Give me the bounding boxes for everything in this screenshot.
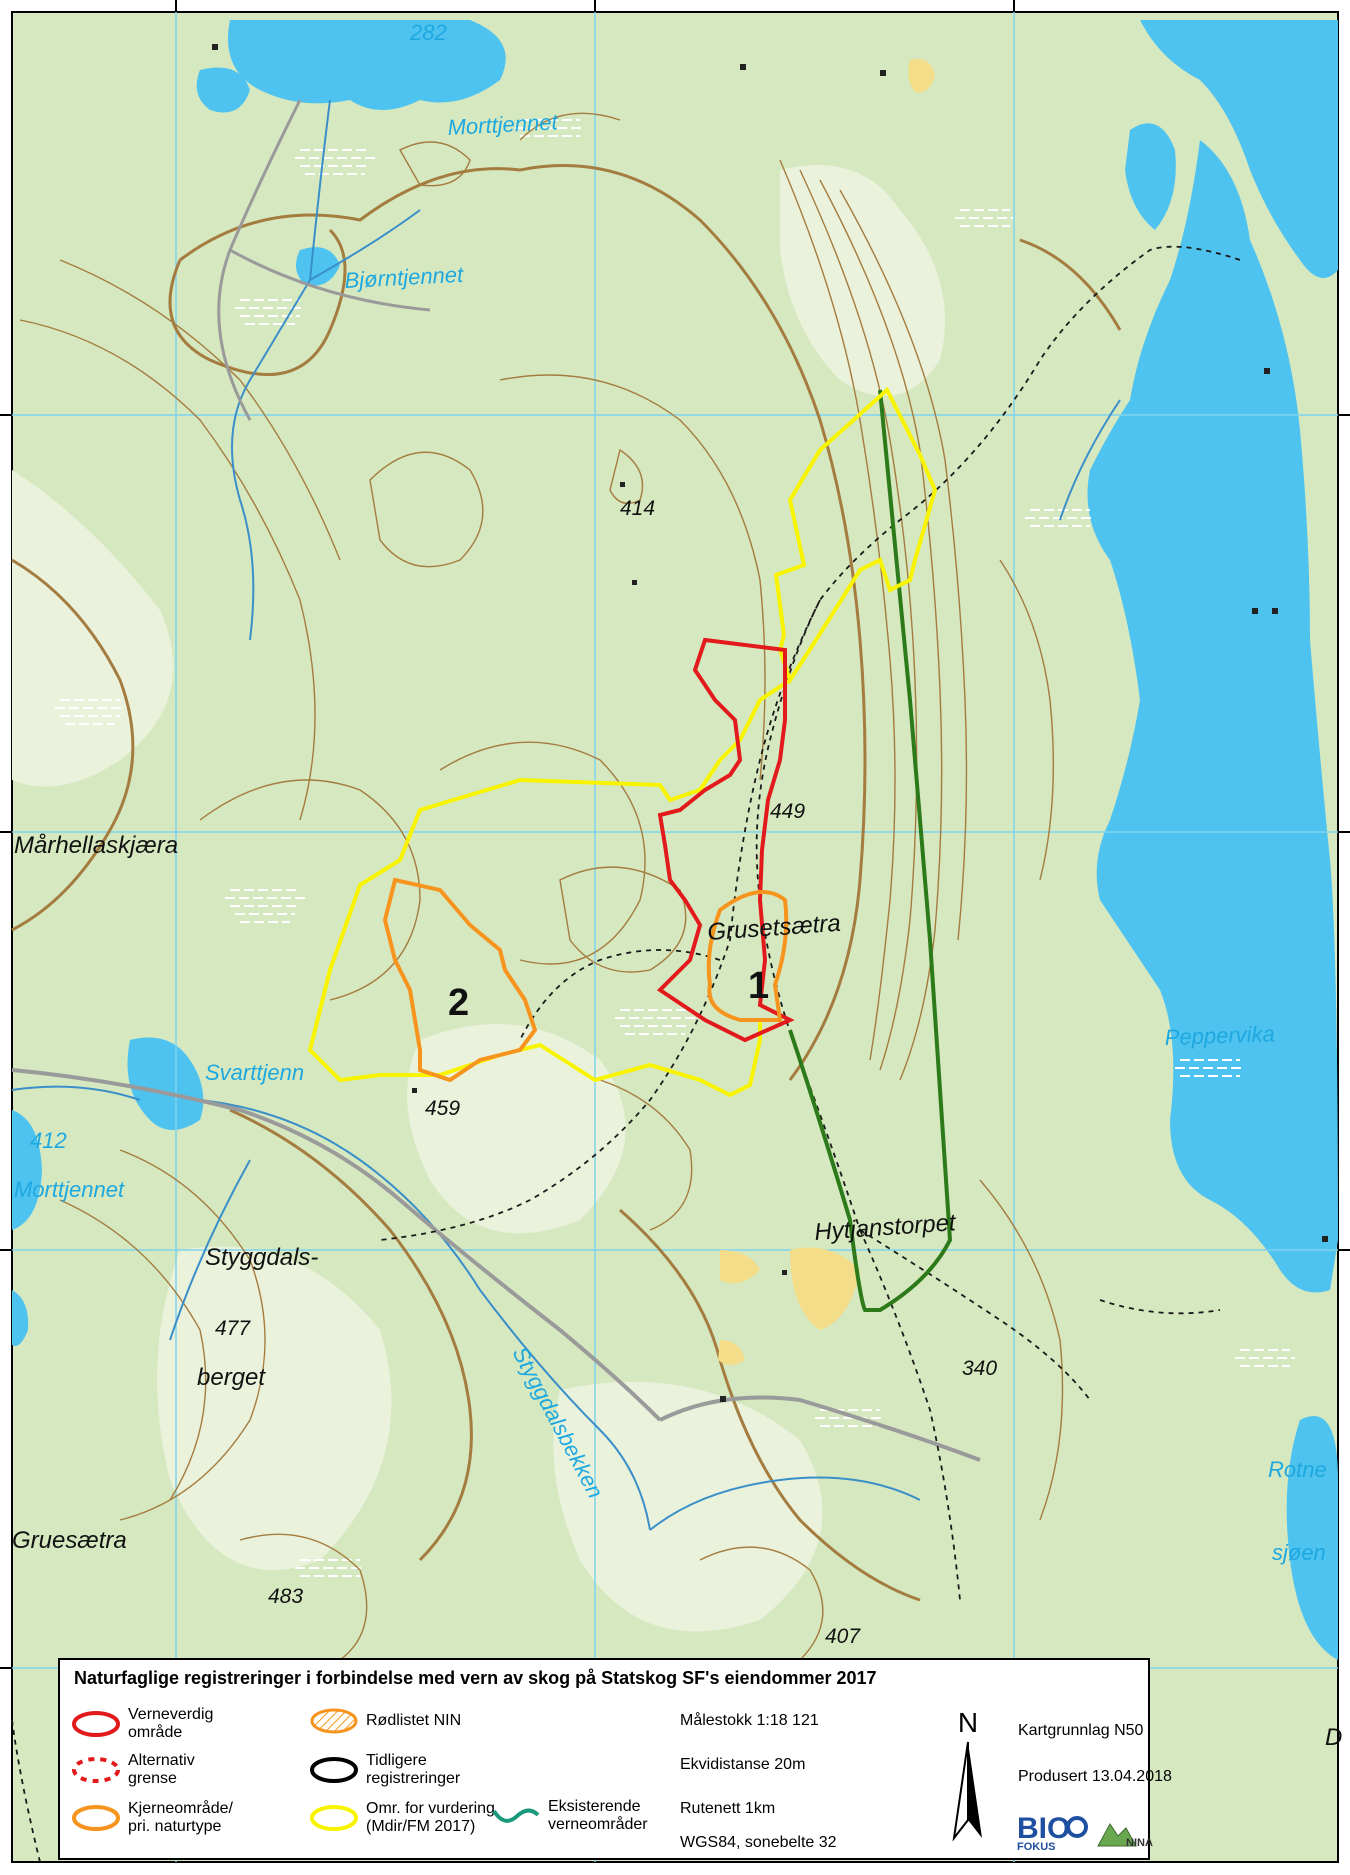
svg-text:NINA: NINA [1126, 1837, 1153, 1849]
legend-label-eksisterende: Eksisterende verneområder [548, 1798, 648, 1833]
svg-text:BIO: BIO [1017, 1812, 1070, 1845]
open-areas [12, 165, 945, 1632]
nina-logo: NINA [1097, 1823, 1153, 1849]
lake-rotne [1286, 1416, 1338, 1660]
spot-height-449: 449 [770, 800, 805, 823]
legend-symbol-red-dashed [72, 1757, 120, 1783]
legend-item-tidligere: Tidligere registreringer [308, 1752, 460, 1788]
protection-worthy-area-1[interactable] [656, 637, 795, 1043]
area-number-2: 2 [448, 982, 469, 1024]
info-projection: WGS84, sonebelte 32 [680, 1834, 837, 1851]
lake-east-top [1140, 20, 1338, 278]
place-gruesaetra: Gruesætra [12, 1527, 127, 1554]
legend-label-verneverdig: Verneverdig område [128, 1706, 214, 1741]
spot-height-414: 414 [620, 497, 655, 520]
lake-svarttjenn [127, 1037, 204, 1130]
spot-height-412: 412 [30, 1128, 67, 1153]
place-styggdals: Styggdals- [205, 1244, 318, 1271]
legend-item-verneverdig: Verneverdig område [70, 1706, 213, 1742]
legend-item-rodlistet: Rødlistet NIN [308, 1706, 461, 1736]
core-area-1[interactable] [706, 890, 789, 1022]
existing-protected-area-boundary[interactable] [788, 389, 953, 1312]
spot-height-459: 459 [425, 1097, 460, 1120]
lake-morttjennet-north [228, 20, 506, 110]
spot-height-282: 282 [409, 20, 447, 45]
roads [11, 99, 1241, 1863]
frame-ticks [0, 0, 1350, 1669]
spot-height-407: 407 [825, 1625, 861, 1648]
grid-lines [12, 12, 1338, 1862]
north-letter: N [958, 1708, 978, 1738]
legend-label-rodlistet: Rødlistet NIN [366, 1712, 462, 1729]
legend-panel: Naturfaglige registreringer i forbindels… [58, 1658, 1172, 1860]
lake-small-north-east [1125, 123, 1176, 230]
legend-item-eksisterende: Eksisterende verneområder [490, 1798, 648, 1834]
lake-morttjennet-north-small [196, 67, 250, 113]
legend-title: Naturfaglige registreringer i forbindels… [74, 1668, 877, 1688]
place-berget: berget [197, 1364, 266, 1391]
place-rotne: Rotne [1268, 1457, 1327, 1482]
legend-item-alternativ: Alternativ grense [70, 1752, 195, 1788]
streams [11, 99, 1121, 1531]
legend-label-vurdering: Omr. for vurdering (Mdir/FM 2017) [366, 1800, 495, 1835]
legend-label-tidligere: Tidligere registreringer [366, 1752, 461, 1787]
assessment-area-boundary[interactable] [307, 386, 938, 1098]
place-sjoen: sjøen [1272, 1540, 1326, 1565]
spot-height-340: 340 [962, 1357, 997, 1380]
lake-morttjennet-west [12, 1110, 42, 1230]
legend-symbol-orange-hatched [310, 1708, 358, 1734]
place-marhellaskjaera: Mårhellaskjæra [14, 832, 178, 859]
spot-height-477: 477 [215, 1317, 251, 1340]
area-number-1: 1 [748, 965, 769, 1007]
water-bodies [12, 20, 1338, 1660]
lake-bjorntjennet [296, 247, 340, 286]
legend-symbol-orange-outline [72, 1805, 120, 1831]
bog-areas [55, 119, 1295, 1577]
svg-text:FOKUS: FOKUS [1017, 1841, 1056, 1852]
north-arrow-icon: N [952, 1708, 982, 1842]
info-rutenett: Rutenett 1km [680, 1800, 776, 1817]
place-bjorntjennet: Bjørntjennet [344, 262, 465, 293]
place-svarttjenn: Svarttjenn [205, 1060, 304, 1085]
place-morttjennet-north: Morttjennet [447, 109, 559, 140]
legend-symbol-black-outline [310, 1757, 358, 1783]
info-scale: Målestokk 1:18 121 [680, 1712, 819, 1729]
legend-label-alternativ: Alternativ grense [128, 1752, 195, 1787]
place-peppervika: Peppervika [1164, 1021, 1275, 1050]
core-area-2[interactable] [382, 877, 538, 1083]
place-d-fragment: D [1325, 1724, 1342, 1751]
biofokus-logo: BIO FOKUS [1017, 1812, 1088, 1852]
legend-label-kjerne: Kjerneområde/ pri. naturtype [128, 1800, 233, 1835]
legend-item-kjerne: Kjerneområde/ pri. naturtype [70, 1800, 233, 1836]
spot-height-483: 483 [268, 1585, 303, 1608]
lake-west-small [12, 1290, 29, 1346]
place-morttjennet-west: Morttjennet [14, 1177, 125, 1202]
info-ekvidistanse: Ekvidistanse 20m [680, 1756, 806, 1773]
info-produsert: Produsert 13.04.2018 [1018, 1768, 1172, 1785]
lake-peppervika [1087, 140, 1338, 1293]
legend-item-vurdering: Omr. for vurdering (Mdir/FM 2017) [308, 1800, 495, 1836]
legend-symbol-red-outline [72, 1711, 120, 1737]
buildings [212, 44, 1328, 1402]
legend-symbol-green-line [492, 1808, 540, 1823]
legend-symbol-yellow-outline [310, 1805, 358, 1831]
info-kartgrunnlag: Kartgrunnlag N50 [1018, 1722, 1144, 1739]
settlement-areas [718, 59, 935, 1365]
